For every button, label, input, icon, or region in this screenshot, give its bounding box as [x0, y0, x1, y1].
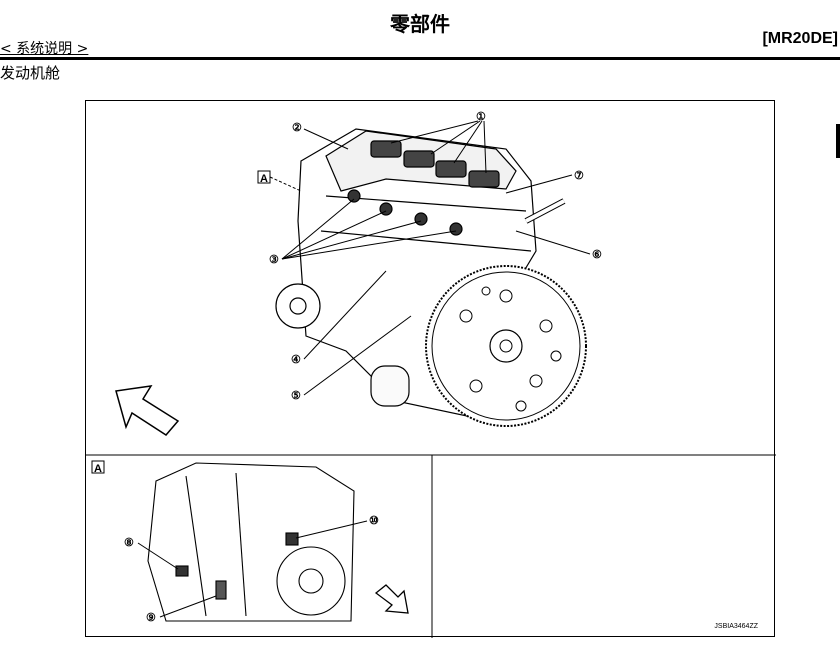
flywheel-drawing — [425, 265, 587, 427]
page-title: 零部件 — [390, 12, 450, 36]
section-title: 发动机舱 — [0, 64, 61, 82]
figure-code: JSBIA3464ZZ — [714, 623, 758, 630]
callout-group-main: ① ② ③ ④ ⑤ ⑥ ⑦ — [269, 111, 602, 402]
callout-10: ⑩ — [369, 515, 379, 527]
callout-7: ⑦ — [574, 170, 584, 182]
front-direction-arrow-main — [115, 385, 180, 436]
svg-text:A: A — [94, 463, 102, 475]
model-label: [MR20DE] — [762, 30, 838, 47]
callout-group-detail: ⑧ ⑨ ⑩ — [124, 515, 379, 624]
callout-3: ③ — [269, 254, 279, 266]
detail-engine-drawing — [147, 462, 355, 622]
view-label-a-main: A — [257, 170, 302, 192]
callout-4: ④ — [291, 354, 301, 366]
callout-2: ② — [292, 122, 302, 134]
svg-text:A: A — [260, 173, 268, 185]
page-edge-tab — [836, 124, 840, 158]
callout-8: ⑧ — [124, 537, 134, 549]
callout-6: ⑥ — [592, 249, 602, 261]
callout-1: ① — [476, 111, 486, 123]
engine-illustration: ① ② ③ ④ ⑤ ⑥ ⑦ A — [86, 111, 776, 638]
callout-5: ⑤ — [291, 390, 301, 402]
front-direction-arrow-detail — [374, 584, 409, 614]
breadcrumb[interactable]: < 系统说明 > — [0, 41, 89, 57]
header-divider — [0, 57, 840, 60]
view-label-a-detail: A — [91, 460, 105, 475]
engine-components-figure: ① ② ③ ④ ⑤ ⑥ ⑦ A — [85, 100, 776, 638]
callout-9: ⑨ — [146, 612, 156, 624]
